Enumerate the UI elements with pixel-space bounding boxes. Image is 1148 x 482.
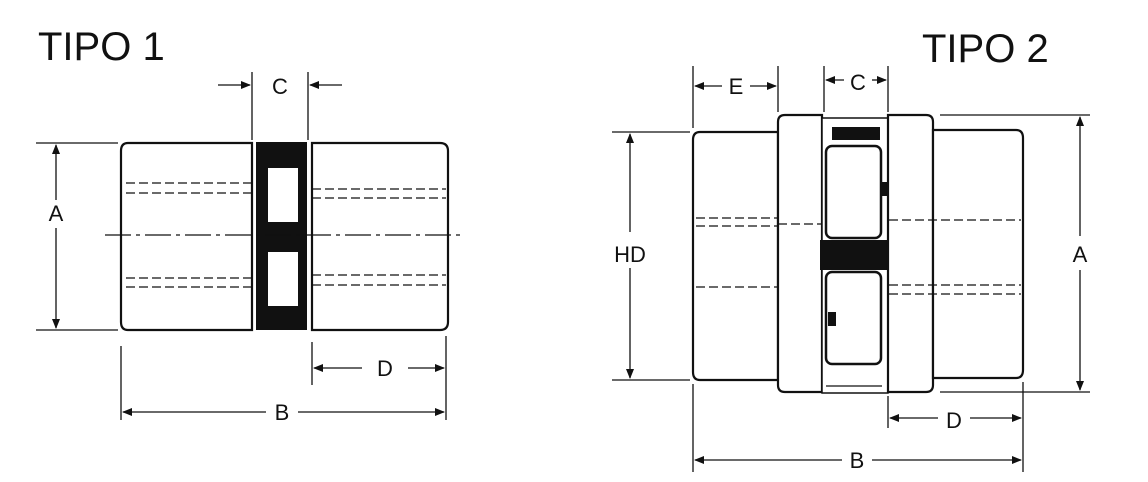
tipo1-spider xyxy=(256,142,307,330)
tipo2-label-a: A xyxy=(1073,242,1088,267)
tipo1-label-d: D xyxy=(377,356,393,381)
tipo1-diagram: TIPO 1 xyxy=(36,25,460,425)
tipo2-title: TIPO 2 xyxy=(922,27,1049,71)
tipo2-left-flange xyxy=(776,113,824,394)
tipo1-label-a: A xyxy=(49,201,64,226)
tipo1-dimension-b: B xyxy=(120,346,445,425)
tipo1-dimension-d: D xyxy=(311,336,447,420)
tipo1-label-c: C xyxy=(272,74,288,99)
tipo2-label-b: B xyxy=(850,448,865,473)
tipo2-label-e: E xyxy=(729,74,744,99)
tipo2-right-hub xyxy=(889,128,1025,380)
tipo2-dimension-d: D xyxy=(887,382,1024,472)
tipo2-label-c: C xyxy=(850,70,866,95)
tipo2-label-hd: HD xyxy=(614,242,646,267)
tipo1-title: TIPO 1 xyxy=(38,25,165,69)
tipo2-label-d: D xyxy=(946,408,962,433)
tipo1-left-hub xyxy=(119,141,254,332)
tipo2-dimension-c: C xyxy=(823,66,889,112)
tipo1-label-b: B xyxy=(275,400,290,425)
tipo2-dimension-b: B xyxy=(692,384,1022,473)
tipo2-right-flange xyxy=(886,113,935,394)
tipo2-left-hub xyxy=(691,130,780,382)
tipo2-dimension-e: E xyxy=(692,66,779,128)
tipo2-dimension-a: A xyxy=(940,114,1090,393)
tipo2-dimension-hd: HD xyxy=(612,131,690,381)
tipo1-dimension-c: C xyxy=(218,72,342,140)
tipo2-diagram: TIPO 2 xyxy=(612,27,1090,473)
tipo1-right-hub xyxy=(310,141,450,332)
tipo1-dimension-a: A xyxy=(36,142,118,331)
tipo2-spider xyxy=(820,117,892,394)
